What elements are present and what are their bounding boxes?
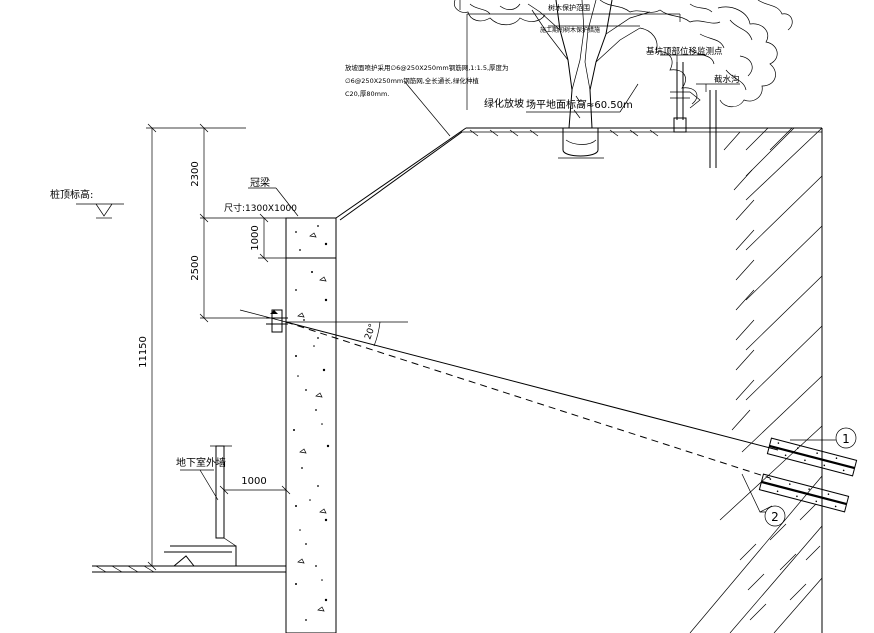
slope-note-line-2: ∅6@250X250mm钢筋网,全长通长,绿化种植 xyxy=(345,76,479,85)
anchor-angle-label: 20° xyxy=(363,323,378,341)
reference-level-marker: 桩顶标高: xyxy=(50,188,124,219)
anchor-head xyxy=(239,309,288,333)
callout-2: 2 xyxy=(741,473,786,527)
dimension-texts: 11150 2300 2500 1000 1000 xyxy=(138,161,267,487)
basement-floor xyxy=(92,445,286,573)
callout-2-label: 2 xyxy=(771,510,779,524)
tree-note-leaders xyxy=(459,0,681,110)
tree-note-line-2: 施工期间树木保护措施 xyxy=(540,26,600,34)
slope-note-line-1: 放坡面喷护采用∅6@250X250mm钢筋网,1:1.5,厚度为 xyxy=(345,63,509,72)
slope-note-line-3: C20,厚80mm. xyxy=(345,90,389,98)
drain-ditch xyxy=(696,83,740,168)
annotations: 冠梁 尺寸:1300X1000 地下室外墙 绿化放坡 场平地面标高≈60.50m… xyxy=(176,3,740,501)
ground-profile xyxy=(335,127,823,633)
crown-beam-label: 冠梁 xyxy=(250,176,270,189)
existing-ground-label: 场平地面标高≈60.50m xyxy=(526,98,633,111)
drain-label: 截水沟 xyxy=(714,74,740,85)
dim-beam-height: 1000 xyxy=(250,225,261,250)
dim-upper-slope: 2300 xyxy=(190,161,201,186)
dimension-lines xyxy=(146,123,291,571)
dim-wall-offset: 1000 xyxy=(241,476,266,487)
basement-wall-label: 地下室外墙 xyxy=(176,456,226,469)
dim-total-height: 11150 xyxy=(138,336,149,368)
retaining-pile xyxy=(285,217,337,633)
tree-illustration xyxy=(454,0,793,159)
soil-hatching xyxy=(689,127,823,633)
beam-size-label: 尺寸:1300X1000 xyxy=(224,202,297,214)
tree-note-line-1: 树木保护范围 xyxy=(548,3,590,12)
anchor-bond-1 xyxy=(766,437,858,477)
ground-monitor-label: 基坑顶部位移监测点 xyxy=(646,46,723,57)
callout-1-label: 1 xyxy=(842,432,850,446)
anchor-bond-2 xyxy=(758,473,850,513)
dim-lower-slope: 2500 xyxy=(190,255,201,280)
monitoring-pole xyxy=(660,54,706,133)
reference-level-label: 桩顶标高: xyxy=(50,188,93,201)
callout-1: 1 xyxy=(790,427,857,449)
anchor-lines xyxy=(285,321,779,479)
green-slope-label: 绿化放坡 xyxy=(484,97,524,110)
